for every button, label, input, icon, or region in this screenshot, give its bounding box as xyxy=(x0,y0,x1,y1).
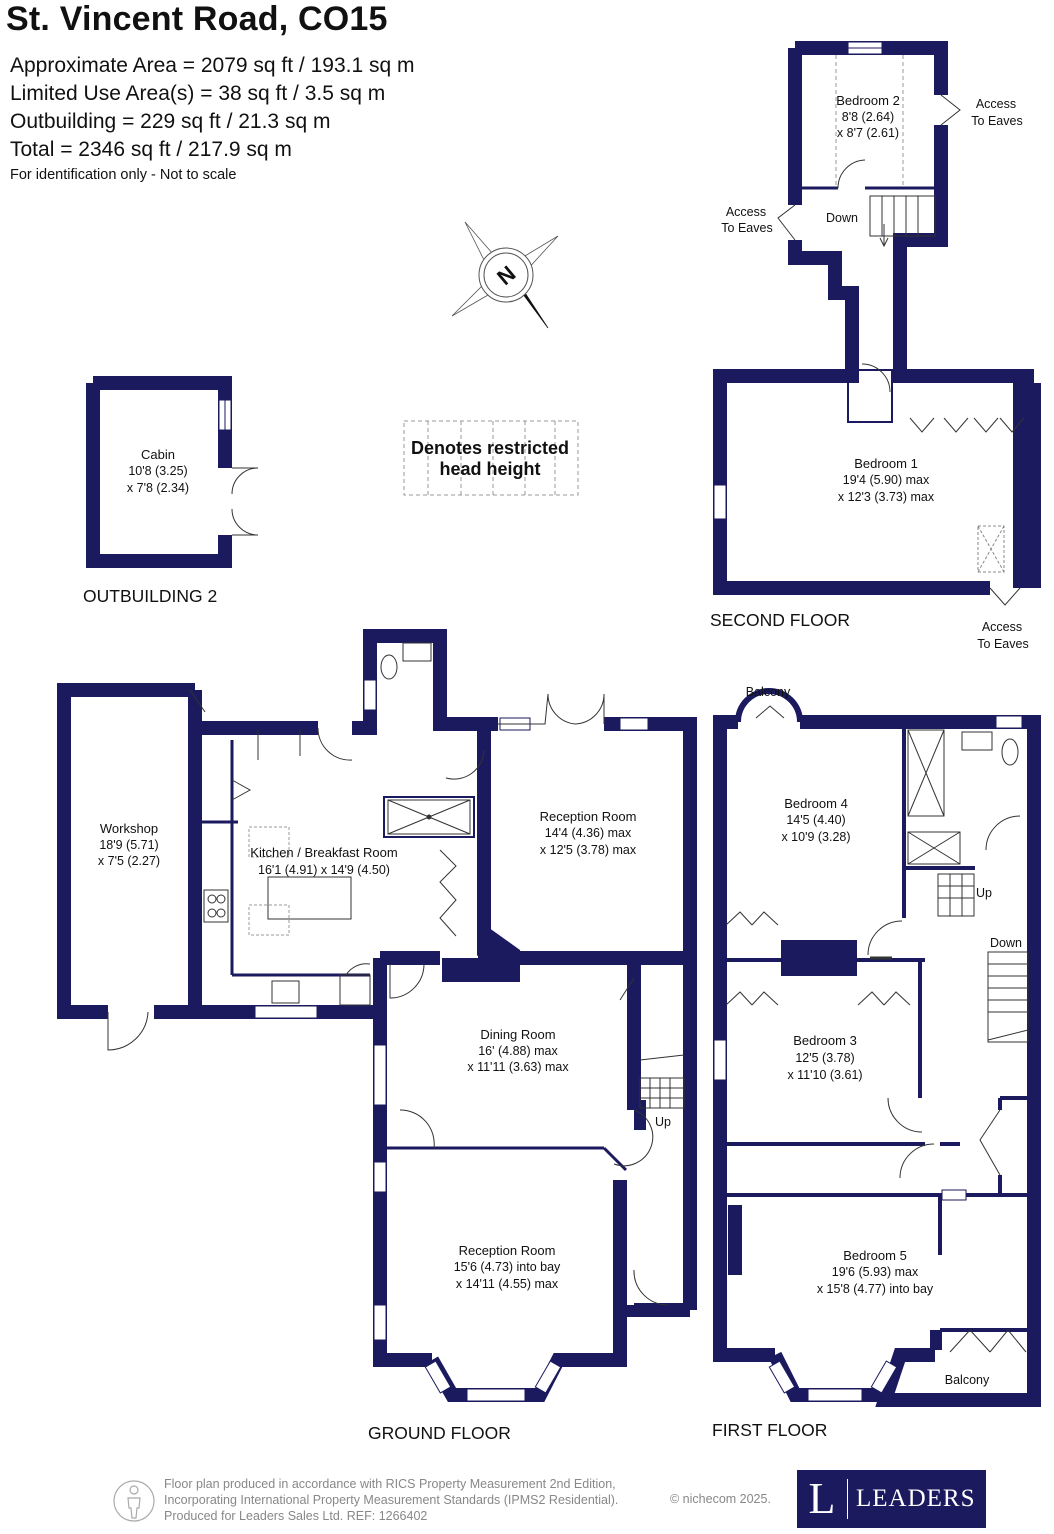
logo-letter: L xyxy=(797,1477,848,1521)
footer-line3: Produced for Leaders Sales Ltd. REF: 126… xyxy=(164,1509,428,1523)
bedroom1-dim2: x 12'3 (3.73) max xyxy=(838,490,935,504)
balcony-top xyxy=(735,688,803,723)
legend-line1: Denotes restricted xyxy=(411,438,569,458)
bedroom1-name: Bedroom 1 xyxy=(854,456,918,471)
logo-text: LEADERS xyxy=(856,1485,976,1512)
bedroom4-dim2: x 10'9 (3.28) xyxy=(781,830,850,844)
cabin-name: Cabin xyxy=(141,447,175,462)
workshop-dim1: 18'9 (5.71) xyxy=(99,838,158,852)
bedroom1-window xyxy=(713,484,727,520)
bedroom2-restricted-area xyxy=(835,55,904,188)
reception-rear-dim1: 14'4 (4.36) max xyxy=(545,826,632,840)
wc-icon xyxy=(380,642,432,680)
bedroom5-name: Bedroom 5 xyxy=(843,1248,907,1263)
bedroom2-dim1: 8'8 (2.64) xyxy=(842,110,894,124)
footer-line1: Floor plan produced in accordance with R… xyxy=(164,1477,616,1491)
area-total: Total = 2346 sq ft / 217.9 sq m xyxy=(10,138,292,161)
dining-dim1: 16' (4.88) max xyxy=(478,1044,558,1058)
first-floor-door-icons xyxy=(725,705,1027,1353)
bedroom4-dim1: 14'5 (4.40) xyxy=(786,813,845,827)
kitchen-island xyxy=(267,876,352,920)
bedroom3-name: Bedroom 3 xyxy=(793,1033,857,1048)
ground-floor-label: GROUND FLOOR xyxy=(368,1423,511,1443)
dining-name: Dining Room xyxy=(480,1027,555,1042)
legend-line2: head height xyxy=(439,459,540,479)
first-floor-label: FIRST FLOOR xyxy=(712,1420,827,1440)
person-icon xyxy=(112,1478,156,1529)
bedroom2-name: Bedroom 2 xyxy=(836,93,900,108)
copyright: © nichecom 2025. xyxy=(670,1492,771,1506)
cabin-dim1: 10'8 (3.25) xyxy=(128,464,187,478)
reception-front-dim1: 15'6 (4.73) into bay xyxy=(454,1260,561,1274)
ground-floor-stairs-label: Up xyxy=(655,1115,671,1129)
first-floor-stairs-down-label: Down xyxy=(990,936,1022,950)
kitchen-restricted-area xyxy=(248,826,290,936)
bathroom-fixtures-icon xyxy=(907,729,1019,865)
bedroom5-dim2: x 15'8 (4.77) into bay xyxy=(817,1282,934,1296)
cabin-window xyxy=(218,399,232,431)
cabin-double-door-icon xyxy=(231,467,259,536)
compass-icon xyxy=(451,221,559,329)
cabin-walls xyxy=(86,376,232,568)
second-floor-stairs-label: Down xyxy=(826,211,858,225)
bedroom2-door-icon xyxy=(777,94,961,241)
ground-floor-inner-walls xyxy=(200,740,628,1172)
second-floor-stairs xyxy=(869,195,936,248)
shower-tray-icon xyxy=(387,799,471,835)
first-floor-windows xyxy=(713,715,1023,1402)
bedroom1-skylight-icon xyxy=(977,525,1005,573)
access-left-line2: To Eaves xyxy=(721,221,772,235)
reception-rear-dim2: x 12'5 (3.78) max xyxy=(540,843,637,857)
access-bottom-line1: Access xyxy=(982,620,1022,634)
first-floor-stairs xyxy=(937,873,1029,1043)
area-limited-use: Limited Use Area(s) = 38 sq ft / 3.5 sq … xyxy=(10,82,386,105)
access-bottom-line2: To Eaves xyxy=(977,637,1028,651)
bedroom1-door-icon xyxy=(861,363,1025,606)
page-title: St. Vincent Road, CO15 xyxy=(6,0,388,38)
leaders-logo: L LEADERS xyxy=(797,1470,986,1528)
access-right-line1: Access xyxy=(976,97,1016,111)
cabin-dim2: x 7'8 (2.34) xyxy=(127,481,189,495)
bedroom2-dim2: x 8'7 (2.61) xyxy=(837,126,899,140)
bedroom1-dim1: 19'4 (5.90) max xyxy=(843,473,930,487)
bedroom4-name: Bedroom 4 xyxy=(784,796,848,811)
first-floor-inner-walls xyxy=(727,728,1030,1332)
second-floor-label: SECOND FLOOR xyxy=(710,610,850,630)
access-left-line1: Access xyxy=(726,205,766,219)
area-outbuilding: Outbuilding = 229 sq ft / 21.3 sq m xyxy=(10,110,331,133)
restricted-height-legend-box xyxy=(403,420,579,496)
bedroom2-inner-walls xyxy=(802,186,935,423)
bedroom3-dim2: x 11'10 (3.61) xyxy=(787,1068,862,1082)
kitchen-hob-icon xyxy=(203,889,229,923)
ground-floor-fireplace-block xyxy=(373,920,646,1295)
outbuilding-label: OUTBUILDING 2 xyxy=(83,586,217,606)
area-approximate: Approximate Area = 2079 sq ft / 193.1 sq… xyxy=(10,54,415,77)
ground-floor-stairs xyxy=(639,1054,685,1109)
first-floor-walls xyxy=(713,715,1041,1407)
ground-floor-windows xyxy=(254,679,649,1402)
access-right-line2: To Eaves xyxy=(971,114,1022,128)
reception-front-dim2: x 14'11 (4.55) max xyxy=(456,1277,559,1291)
area-summary: Approximate Area = 2079 sq ft / 193.1 sq… xyxy=(10,52,415,164)
reception-front-name: Reception Room xyxy=(459,1243,556,1258)
balcony-bottom-label: Balcony xyxy=(945,1373,990,1387)
workshop-name: Workshop xyxy=(100,821,158,836)
workshop-dim2: x 7'5 (2.27) xyxy=(98,854,160,868)
footer-statement: Floor plan produced in accordance with R… xyxy=(164,1476,618,1524)
kitchen-name: Kitchen / Breakfast Room xyxy=(250,845,397,860)
ground-floor-door-icons xyxy=(231,693,669,1306)
workshop-door-icon xyxy=(107,689,206,1051)
kitchen-sink-icon xyxy=(271,974,371,1006)
bedroom5-dim1: 19'6 (5.93) max xyxy=(832,1265,919,1279)
footer-line2: Incorporating International Property Mea… xyxy=(164,1493,619,1507)
kitchen-dim1: 16'1 (4.91) x 14'9 (4.50) xyxy=(258,863,390,877)
dining-dim2: x 11'11 (3.63) max xyxy=(467,1060,569,1074)
first-floor-stairs-up-label: Up xyxy=(976,886,992,900)
bedroom3-dim1: 12'5 (3.78) xyxy=(795,1051,854,1065)
balcony-top-label: Balcony xyxy=(746,685,791,699)
reception-rear-name: Reception Room xyxy=(540,809,637,824)
bedroom2-window xyxy=(847,41,883,55)
disclaimer: For identification only - Not to scale xyxy=(10,167,237,183)
